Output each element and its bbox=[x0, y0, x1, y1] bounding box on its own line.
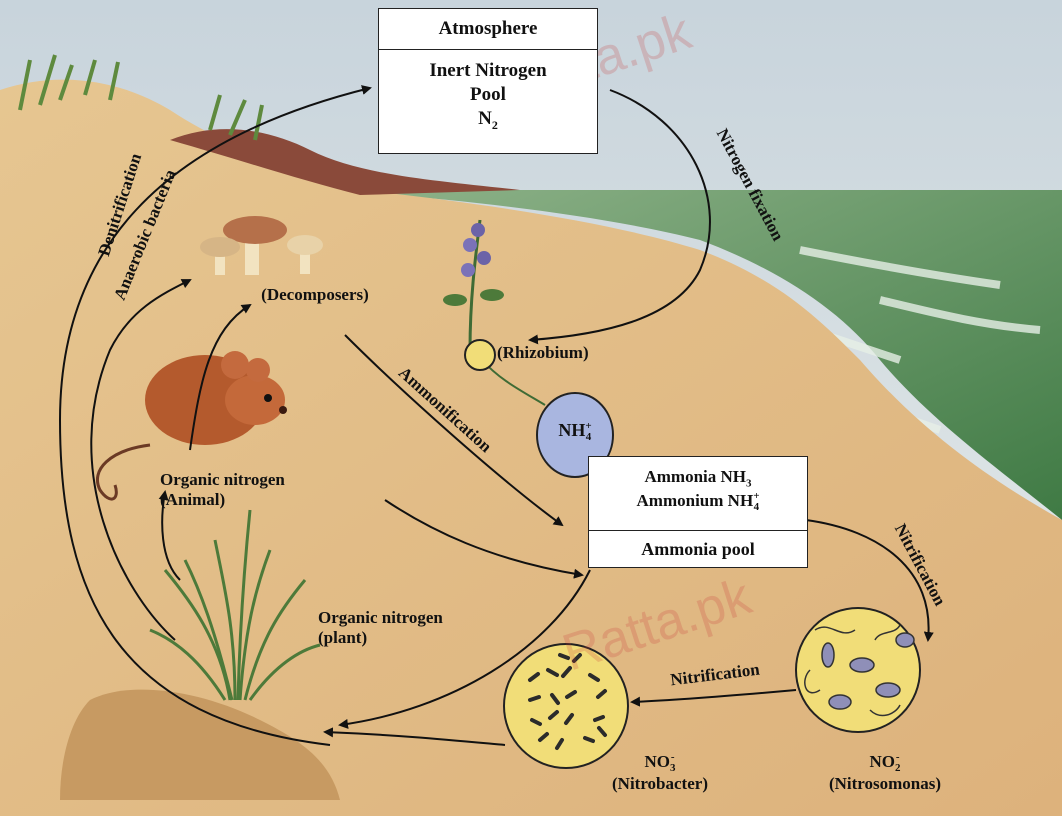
ammonium-text: Ammonium NH bbox=[637, 491, 754, 510]
nitrate-label: NO-3 (Nitrobacter) bbox=[580, 752, 740, 794]
rhizobium-nodule bbox=[465, 340, 495, 370]
nh4-label: NH+4 bbox=[545, 420, 605, 443]
organic-animal-line2: (Animal) bbox=[160, 490, 350, 510]
ammonia-label: Ammonia NH3 bbox=[589, 467, 807, 489]
atmosphere-header: Atmosphere bbox=[379, 9, 597, 50]
no3-formula: NO-3 bbox=[580, 752, 740, 774]
nitrosomonas-label: (Nitrosomonas) bbox=[800, 774, 970, 794]
nitrobacter-label: (Nitrobacter) bbox=[580, 774, 740, 794]
atmosphere-box: Atmosphere Inert Nitrogen Pool N2 bbox=[378, 8, 598, 154]
no2-subscript: 2 bbox=[895, 763, 901, 774]
no2-formula: NO-2 bbox=[800, 752, 970, 774]
nh4-base: NH bbox=[558, 420, 585, 440]
no3-subscript: 3 bbox=[670, 763, 676, 774]
ammonium-label: Ammonium NH+4 bbox=[589, 491, 807, 513]
rhizobium-label: (Rhizobium) bbox=[497, 343, 637, 363]
nitrite-label: NO-2 (Nitrosomonas) bbox=[800, 752, 970, 794]
ammonia-pool-box: Ammonia NH3 Ammonium NH+4 Ammonia pool bbox=[588, 456, 808, 568]
n2-subscript: 2 bbox=[492, 118, 498, 132]
organic-nitrogen-animal-label: Organic nitrogen (Animal) bbox=[160, 470, 350, 509]
no3-base: NO bbox=[645, 752, 671, 771]
ammonium-subscript: 4 bbox=[753, 502, 759, 513]
organic-plant-line2: (plant) bbox=[318, 628, 508, 648]
ammonia-subscript: 3 bbox=[746, 477, 752, 489]
no2-base: NO bbox=[870, 752, 896, 771]
pool-label: Pool bbox=[379, 84, 597, 106]
nitrosomonas-circle bbox=[796, 608, 920, 732]
ammonia-pool-footer: Ammonia pool bbox=[589, 530, 807, 567]
nh4-subscript: 4 bbox=[585, 432, 591, 443]
organic-nitrogen-plant-label: Organic nitrogen (plant) bbox=[318, 608, 508, 647]
n2-label: N2 bbox=[379, 108, 597, 133]
organic-plant-line1: Organic nitrogen bbox=[318, 608, 508, 628]
n2-base: N bbox=[478, 108, 492, 129]
organic-animal-line1: Organic nitrogen bbox=[160, 470, 350, 490]
decomposers-label: (Decomposers) bbox=[230, 285, 400, 305]
inert-nitrogen-label: Inert Nitrogen bbox=[379, 60, 597, 82]
ammonia-text: Ammonia NH bbox=[644, 467, 746, 486]
